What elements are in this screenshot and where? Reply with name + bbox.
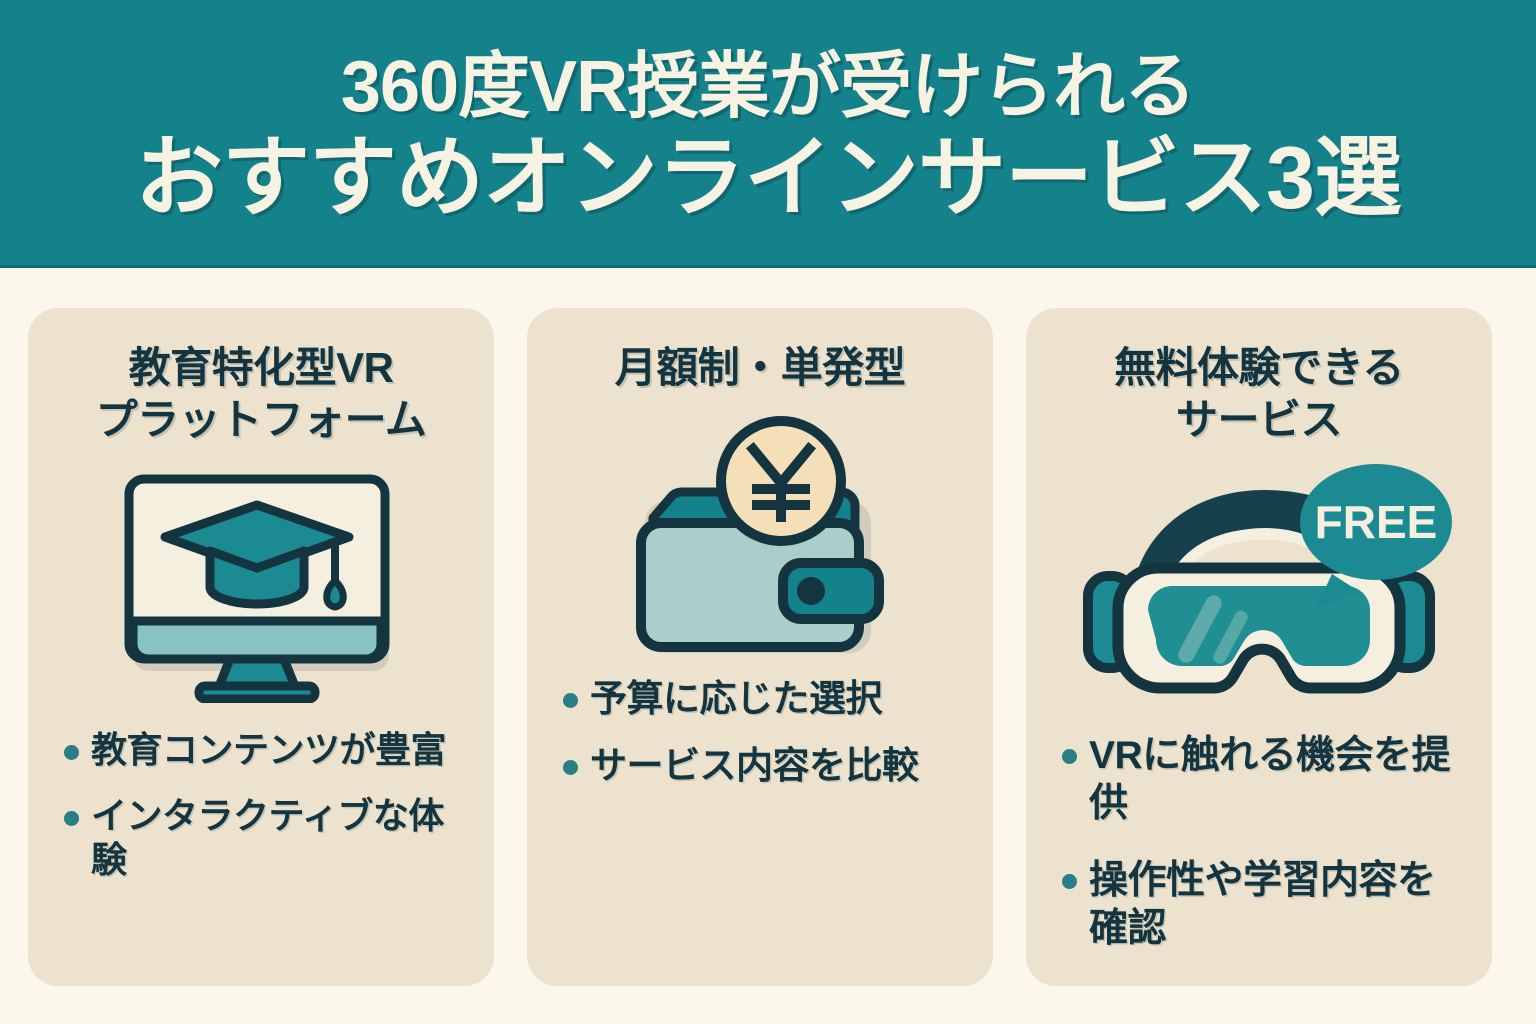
cards-row: 教育特化型VR プラットフォーム — [28, 308, 1492, 986]
list-item: 予算に応じた選択 — [563, 676, 971, 721]
card-icon — [549, 400, 971, 670]
bullet-label: VRに触れる機会を提供 — [1089, 734, 1451, 825]
bullet-label: 操作性や学習内容を確認 — [1089, 859, 1436, 950]
list-item: 操作性や学習内容を確認 — [1062, 857, 1470, 952]
list-item: サービス内容を比較 — [563, 743, 971, 788]
list-item: 教育コンテンツが豊富 — [64, 728, 472, 772]
card-bullet-list: VRに触れる機会を提供 操作性や学習内容を確認 — [1048, 732, 1470, 982]
card-title: 無料体験できる サービス — [1114, 344, 1404, 444]
bullet-label: 教育コンテンツが豊富 — [91, 729, 447, 771]
card-education-vr-platform[interactable]: 教育特化型VR プラットフォーム — [28, 308, 494, 986]
bullet-label: 予算に応じた選択 — [590, 678, 883, 720]
card-bullet-list: 予算に応じた選択 サービス内容を比較 — [549, 676, 971, 810]
bullet-dot-icon — [563, 760, 578, 776]
card-icon — [50, 452, 472, 722]
header-banner: 360度VR授業が受けられる おすすめオンラインサービス3選 — [0, 0, 1536, 268]
card-monthly-or-single-plan[interactable]: 月額制・単発型 — [527, 308, 993, 986]
list-item: インタラクティブな体験 — [64, 794, 472, 882]
page-title-line2: おすすめオンラインサービス3選 — [135, 127, 1402, 227]
bullet-dot-icon — [64, 745, 79, 761]
card-title: 教育特化型VR プラットフォーム — [95, 344, 427, 444]
bullet-dot-icon — [1062, 874, 1077, 890]
bullet-dot-icon — [563, 693, 578, 709]
list-item: VRに触れる機会を提供 — [1062, 732, 1470, 827]
page-title-line1: 360度VR授業が受けられる — [340, 46, 1196, 127]
bullet-label: インタラクティブな体験 — [91, 795, 444, 880]
card-bullet-list: 教育コンテンツが豊富 インタラクティブな体験 — [50, 728, 472, 904]
free-badge-label: FREE — [1315, 496, 1438, 548]
card-free-trial-service[interactable]: 無料体験できる サービス — [1026, 308, 1492, 986]
monitor-graduation-cap-icon — [111, 471, 411, 704]
bullet-dot-icon — [1062, 749, 1077, 765]
wallet-yen-coin-icon — [625, 405, 895, 665]
bullet-dot-icon — [64, 811, 79, 827]
card-title: 月額制・単発型 — [614, 344, 906, 391]
card-icon: FREE — [1048, 446, 1470, 726]
bullet-label: サービス内容を比較 — [590, 745, 919, 787]
vr-headset-free-badge-icon: FREE — [1064, 456, 1454, 716]
